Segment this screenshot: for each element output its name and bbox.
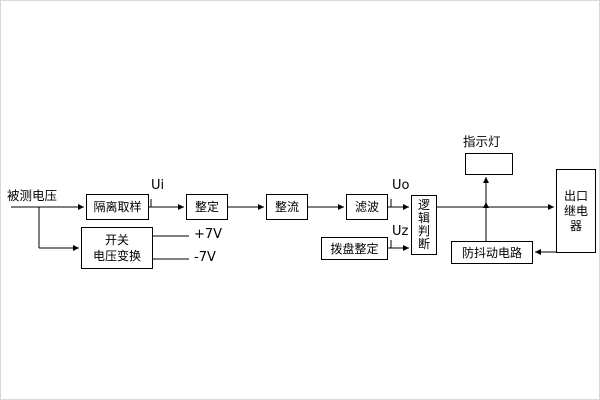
block-isolation-sampling: 隔离取样 xyxy=(86,194,149,220)
input-voltage-label: 被测电压 xyxy=(7,188,58,203)
signal-label-plus7v: +7V xyxy=(194,227,223,242)
indicator-lamp-label: 指示灯 xyxy=(463,134,501,149)
block-switch-line1: 开关 xyxy=(104,233,129,247)
indicator-lamp-box xyxy=(465,153,513,175)
block-filter: 滤波 xyxy=(346,194,388,220)
signal-label-uo: Uo xyxy=(392,178,410,193)
block-dial-setting: 拨盘整定 xyxy=(321,237,388,260)
block-logic-judgment-label: 逻辑判断 xyxy=(418,198,431,251)
signal-label-uz: Uz xyxy=(392,224,409,239)
signal-label-ui: Ui xyxy=(151,178,165,193)
block-rectifier: 整流 xyxy=(266,194,308,220)
block-outlet-relay: 出口继电器 xyxy=(556,169,596,253)
block-setting: 整定 xyxy=(186,194,228,220)
block-switch-voltage-converter: 开关 电压变换 xyxy=(81,227,153,269)
block-logic-judgment: 逻辑判断 xyxy=(411,195,437,255)
block-switch-line2: 电压变换 xyxy=(92,249,141,263)
block-outlet-relay-label: 出口继电器 xyxy=(563,188,588,233)
block-anti-shake-circuit: 防抖动电路 xyxy=(451,241,533,264)
signal-label-minus7v: -7V xyxy=(194,250,216,265)
